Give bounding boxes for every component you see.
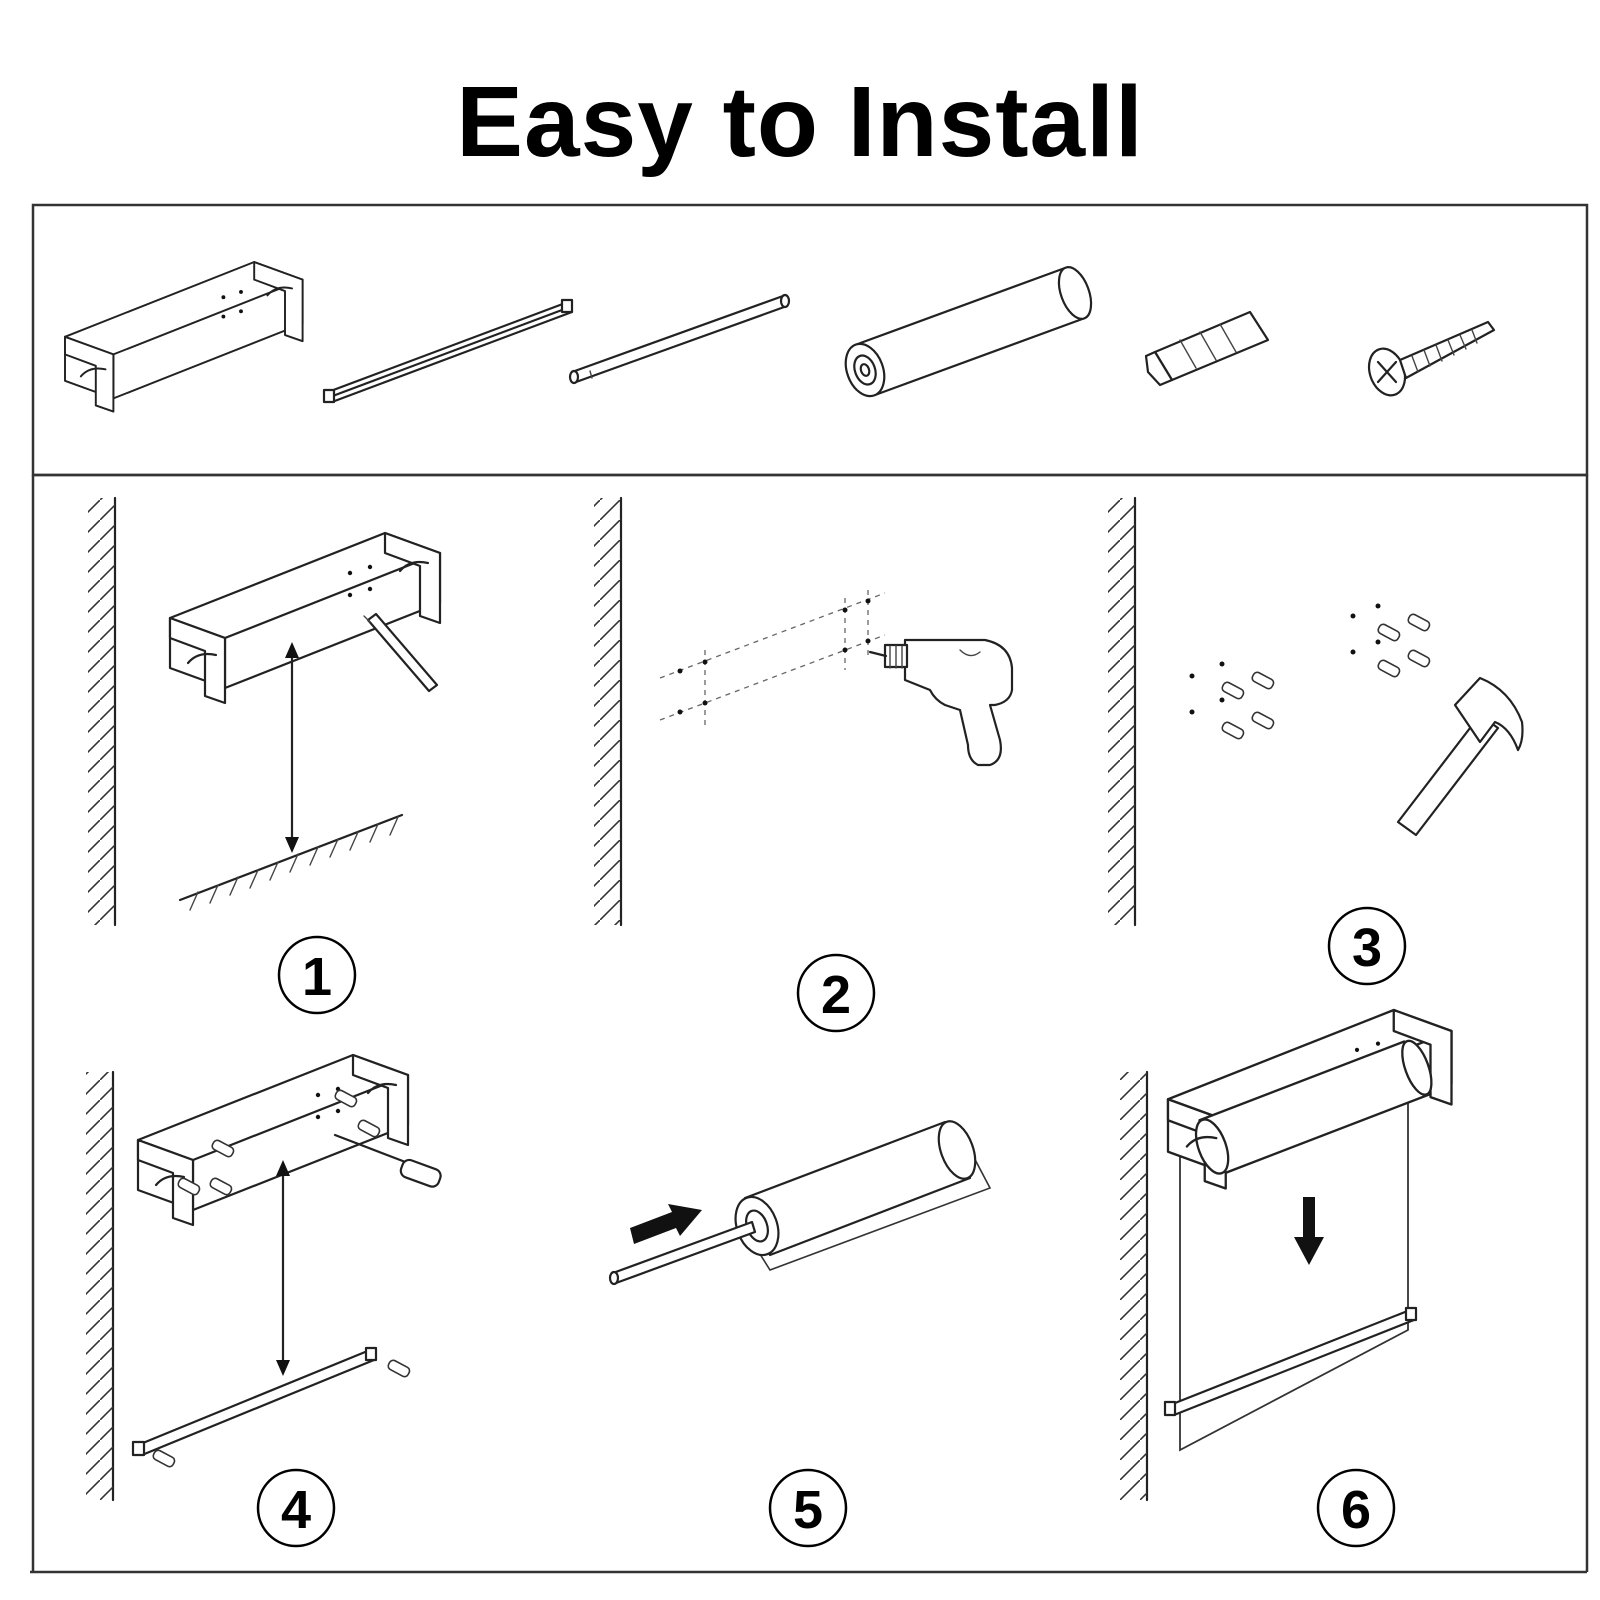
wall-anchor-icon bbox=[1144, 310, 1270, 387]
fabric-roll-icon bbox=[844, 266, 1093, 398]
svg-text:5: 5 bbox=[793, 1480, 823, 1540]
step-4-number: 4 bbox=[256, 1468, 336, 1548]
step-1-illustration bbox=[88, 496, 442, 927]
step-1-number: 1 bbox=[277, 935, 357, 1015]
bottom-bar-icon bbox=[322, 298, 574, 404]
step-4-illustration bbox=[86, 1053, 442, 1502]
step-6-illustration bbox=[1120, 1008, 1453, 1502]
step-2-number: 2 bbox=[796, 953, 876, 1033]
screw-icon bbox=[1367, 320, 1496, 397]
parts-box bbox=[31, 203, 1589, 477]
roller-rod-icon bbox=[568, 293, 791, 385]
step-2-illustration bbox=[594, 496, 1014, 927]
step-6-number: 6 bbox=[1316, 1468, 1396, 1548]
svg-text:3: 3 bbox=[1352, 918, 1382, 978]
bracket-icon bbox=[64, 261, 304, 413]
page-title: Easy to Install bbox=[456, 66, 1144, 178]
svg-text:6: 6 bbox=[1341, 1480, 1371, 1540]
step-5-number: 5 bbox=[768, 1468, 848, 1548]
svg-text:1: 1 bbox=[302, 947, 332, 1007]
svg-text:2: 2 bbox=[821, 965, 851, 1025]
svg-text:4: 4 bbox=[281, 1480, 311, 1540]
step-3-number: 3 bbox=[1327, 906, 1407, 986]
step-5-illustration bbox=[608, 1120, 992, 1286]
step-3-illustration bbox=[1108, 496, 1524, 927]
